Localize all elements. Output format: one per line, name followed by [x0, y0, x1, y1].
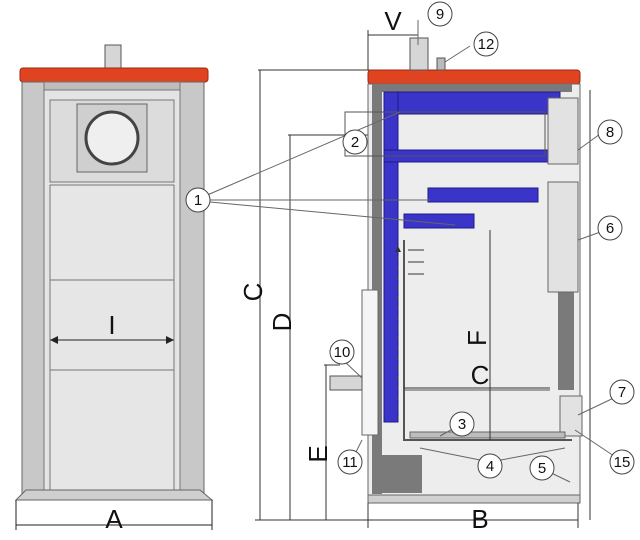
top-insulation	[382, 84, 572, 92]
callout-7-label: 7	[618, 384, 626, 401]
callout-10: 10	[329, 339, 355, 365]
callout-5-label: 5	[538, 460, 546, 477]
front-top-plate	[19, 67, 209, 83]
dim-i-arrow-left	[50, 336, 58, 344]
dim-a-label: A	[105, 504, 123, 534]
callout-11-label: 11	[342, 454, 358, 471]
front-left-pillar	[21, 81, 45, 496]
callout-10-label: 10	[334, 344, 351, 361]
side-section-view: V F C B	[329, 6, 591, 534]
leader-1c	[209, 201, 456, 226]
baffle-1	[427, 187, 539, 203]
water-jacket-rear	[383, 91, 399, 423]
callout-12-label: 12	[478, 36, 495, 53]
front-right-pillar	[179, 81, 205, 496]
callout-6-label: 6	[606, 220, 614, 237]
leader-8	[577, 133, 601, 151]
dim-v-label: V	[384, 6, 402, 36]
base-insulation	[372, 455, 422, 493]
callout-11: 11	[337, 449, 363, 475]
callout-3-label: 3	[458, 416, 466, 433]
dim-i-arrow-right	[166, 336, 174, 344]
front-door-1	[49, 184, 175, 281]
middle-door	[547, 181, 579, 293]
front-base	[14, 489, 214, 501]
callout-5: 5	[529, 455, 555, 481]
callouts: 1 2 3 4 5 6 7 8 9 10 11 12 15	[185, 1, 635, 481]
dim-d-label: D	[267, 313, 297, 332]
leader-1a	[204, 111, 401, 197]
upper-door	[547, 97, 579, 165]
flue-channel	[344, 111, 546, 157]
firebox-outline	[403, 240, 572, 441]
dim-c-label: C	[238, 283, 268, 302]
callout-15-label: 15	[614, 454, 631, 471]
front-door-2	[49, 279, 175, 371]
callout-4-label: 4	[486, 458, 494, 475]
dim-f-label: F	[462, 330, 492, 346]
dim-e-label: E	[303, 445, 333, 462]
airflow-arrows	[395, 246, 424, 420]
air-channel	[361, 289, 379, 436]
ash-door	[559, 395, 583, 437]
dim-c-inner-label: C	[471, 360, 490, 390]
callout-12: 12	[473, 31, 499, 57]
baffle-2	[403, 213, 475, 229]
dim-b-label: B	[471, 504, 488, 534]
callout-8-label: 8	[606, 124, 614, 141]
pipe-12	[436, 57, 446, 71]
side-top-plate	[367, 69, 581, 85]
callout-2: 2	[342, 129, 368, 155]
leader-12	[444, 45, 471, 63]
callout-1-label: 1	[194, 192, 202, 209]
front-insulation	[558, 290, 574, 390]
leader-10	[344, 361, 363, 379]
callout-9: 9	[427, 1, 453, 27]
flue-stub	[104, 44, 122, 70]
front-view: I A	[14, 44, 214, 534]
grate	[409, 431, 566, 439]
air-inlet	[329, 375, 363, 391]
flue-outlet-circle	[84, 110, 140, 166]
callout-4: 4	[477, 453, 503, 479]
dim-i-label: I	[108, 310, 115, 340]
airflow-arrowhead	[395, 246, 401, 252]
leader-4	[419, 447, 566, 463]
front-top-insulation	[43, 81, 181, 91]
callout-7: 7	[609, 379, 635, 405]
rear-insulation	[372, 84, 382, 494]
callout-6: 6	[597, 215, 623, 241]
callout-15: 15	[609, 449, 635, 475]
callout-1: 1	[185, 187, 211, 213]
front-door-3	[49, 369, 175, 496]
side-base	[367, 494, 581, 504]
callout-2-label: 2	[351, 134, 359, 151]
callout-8: 8	[597, 119, 623, 145]
callout-3: 3	[449, 411, 475, 437]
side-flue-pipe	[409, 37, 429, 71]
height-dimensions: C D E	[238, 69, 370, 521]
callout-9-label: 9	[436, 6, 444, 23]
water-jacket-top	[383, 91, 561, 115]
